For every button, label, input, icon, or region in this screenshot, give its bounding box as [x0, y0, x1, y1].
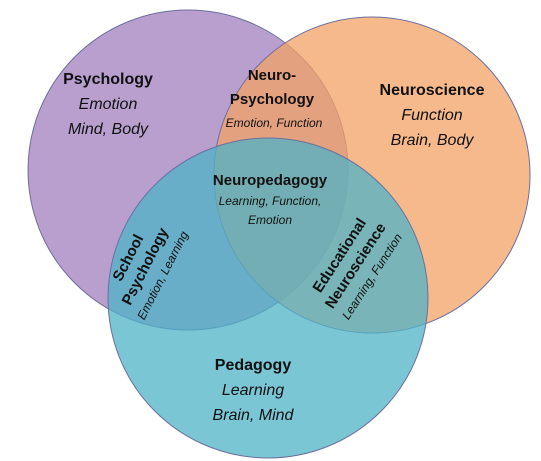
neuropedagogy-sub-1: Learning, Function,	[219, 194, 322, 208]
psychology-label: Psychology Emotion Mind, Body	[63, 71, 153, 138]
pedagogy-line2: Brain, Mind	[213, 407, 295, 424]
pedagogy-label: Pedagogy Learning Brain, Mind	[213, 357, 295, 424]
pedagogy-title: Pedagogy	[215, 357, 292, 374]
neuropsychology-title-1: Neuro-	[248, 67, 296, 84]
neuroscience-line1: Function	[401, 107, 462, 124]
psychology-line2: Mind, Body	[68, 121, 149, 138]
psychology-line1: Emotion	[79, 96, 138, 113]
neuroscience-label: Neuroscience Function Brain, Body	[380, 82, 485, 149]
neuroscience-title: Neuroscience	[380, 82, 485, 99]
psychology-title: Psychology	[63, 71, 153, 88]
neuropedagogy-label: Neuropedagogy Learning, Function, Emotio…	[213, 172, 328, 227]
neuroscience-line2: Brain, Body	[391, 132, 475, 149]
pedagogy-circle	[107, 137, 429, 459]
neuropsychology-sub: Emotion, Function	[226, 116, 323, 130]
neuropsychology-label: Neuro- Psychology Emotion, Function	[226, 67, 323, 130]
neuropedagogy-sub-2: Emotion	[248, 213, 292, 227]
neuropsychology-title-2: Psychology	[230, 91, 315, 108]
pedagogy-line1: Learning	[222, 382, 284, 399]
neuropedagogy-title: Neuropedagogy	[213, 172, 328, 189]
